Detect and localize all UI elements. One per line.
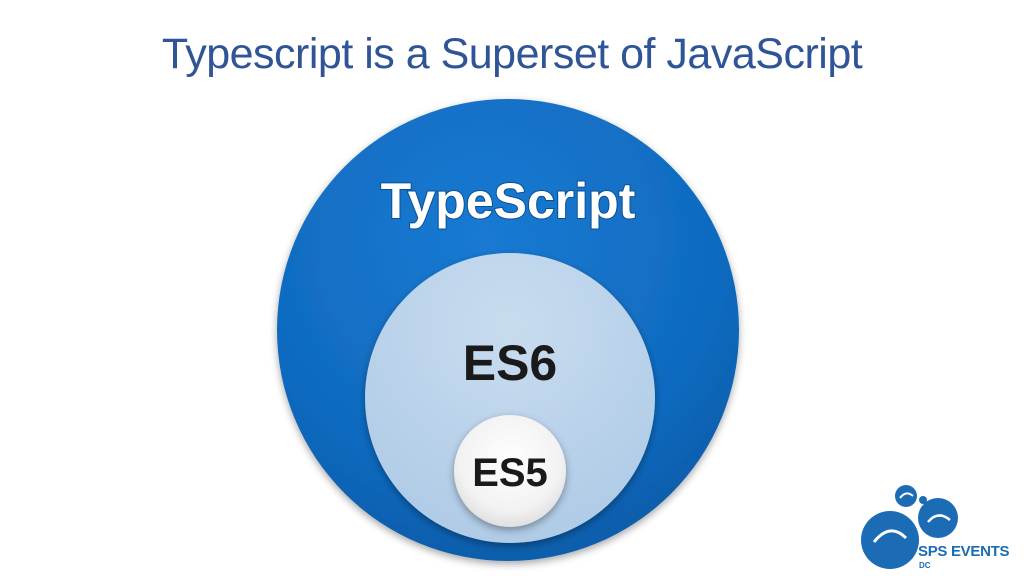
- es5-label: ES5: [472, 451, 548, 495]
- circle-es5: ES5: [454, 415, 566, 527]
- sps-events-logo-icon: [861, 485, 958, 569]
- slide-title: Typescript is a Superset of JavaScript: [161, 30, 863, 78]
- logo-name: SPS EVENTS: [918, 543, 1010, 560]
- es6-label: ES6: [463, 335, 558, 391]
- typescript-label: TypeScript: [381, 173, 636, 229]
- logo-sub: DC: [919, 561, 931, 570]
- circle-es6: ES6: [365, 253, 655, 543]
